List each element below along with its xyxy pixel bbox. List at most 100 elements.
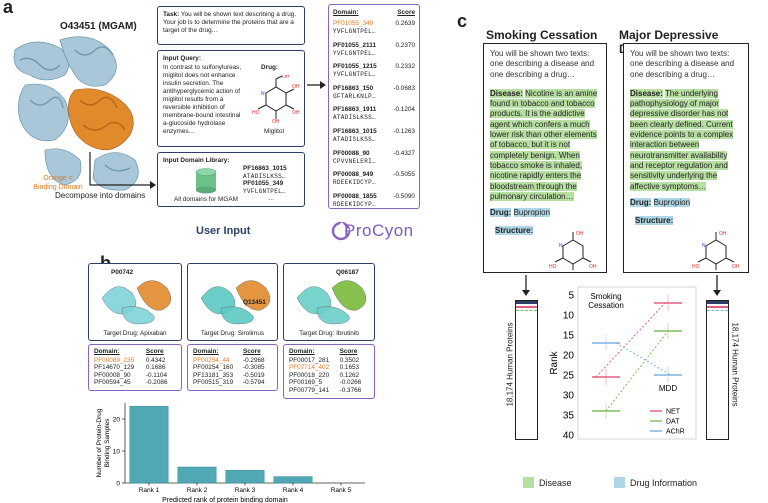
panel-c-letter: c: [457, 11, 468, 31]
result-sequence: GFTARLKNLP…: [333, 92, 376, 100]
disease-label: Disease:: [490, 88, 523, 98]
result-sequence: CPVVNELERI…: [333, 157, 376, 165]
result-score: -0.1204: [393, 106, 415, 114]
table-row: PF00254_44-0.2968: [193, 357, 272, 365]
protein-structure-image: [101, 280, 172, 325]
protein-rank-bar-left: [515, 300, 538, 440]
score-header: Score: [339, 348, 358, 355]
series-connector: [605, 330, 669, 412]
drug-label: Drug:: [630, 197, 652, 207]
svg-text:HO: HO: [252, 110, 260, 116]
domain-score: 0.1653: [339, 364, 360, 372]
result-sequence: ATADISLKSS…: [333, 114, 376, 122]
atom-label: OH: [576, 231, 584, 237]
domain-score: -0.3766: [339, 386, 362, 394]
target-drug-label: Target Drug: Ibrutinib: [299, 330, 359, 337]
rank-bar-top-stripes: [707, 301, 728, 304]
series-connector: [595, 302, 666, 378]
atom-label: N: [702, 243, 706, 249]
result-sequence: RDEEKIDCYP…: [333, 179, 376, 187]
domain-score: -0.3085: [242, 364, 265, 372]
decompose-label: Decompose into domains: [55, 191, 146, 200]
col1-title: Smoking Cessation: [486, 28, 598, 42]
drug-name: Bupropion: [513, 208, 551, 218]
domain-id: PF13181_353: [193, 371, 234, 379]
result-domain-id: PF01055_1215: [333, 63, 377, 71]
table-header-row: Domain:Score: [193, 348, 272, 357]
structure-label: Structure:: [495, 226, 534, 236]
legend-drug-swatch: [614, 477, 625, 488]
disease-text: The underlying pathophysiology of major …: [630, 88, 734, 191]
score-header: Score: [145, 348, 164, 355]
score-header: Score: [242, 348, 261, 355]
rank-bar-stripe-dat: [516, 310, 537, 312]
svg-text:OH: OH: [272, 119, 280, 123]
down-arrow-left: [522, 275, 530, 296]
library-domain-id: PF16863_1015: [243, 165, 287, 172]
task-box: Task: You will be shown text describing …: [157, 6, 305, 45]
svg-text:OH: OH: [292, 84, 300, 90]
domain-id: PF00008_90: [94, 371, 131, 379]
x-tick-label: Rank 1: [139, 487, 160, 494]
library-domain-id: PF01055_349: [243, 180, 284, 187]
protein-structure-image: [296, 280, 367, 325]
results-header: Domain: Score: [333, 9, 415, 19]
rank-bar-top-stripes: [516, 301, 537, 304]
target-drug-label: Target Drug: Apixaban: [103, 330, 167, 337]
y-tick-label: 30: [563, 391, 575, 402]
result-score: -0.5055: [393, 171, 415, 179]
legend-disease: Disease: [523, 477, 572, 488]
result-sequence: YVFLGNTPEL…: [333, 71, 376, 79]
domain-id: PF00169_5: [289, 379, 323, 387]
domain-id: PF00089_235: [94, 356, 135, 364]
y-axis-label: Rank: [549, 350, 560, 374]
table-row: PF07714_402 0.1653: [289, 364, 369, 372]
atom-label: HO: [549, 264, 557, 270]
drug-label: Drug:: [490, 208, 512, 218]
atom-label: OH: [589, 264, 597, 270]
task-text: You will be shown text describing a drug…: [163, 11, 297, 34]
x-tick-label: Rank 2: [187, 487, 208, 494]
table-row: PF00515_319-0.5794: [193, 379, 272, 387]
domain-score: 0.1262: [339, 371, 360, 379]
domain-header: Domain:: [94, 348, 120, 355]
y-tick-label: 35: [563, 411, 575, 422]
atom-label: N: [559, 243, 563, 249]
legend-label: AChR: [666, 429, 685, 436]
bupropion-structure-icon: OH OH HO N: [549, 231, 597, 270]
table-row: PF00779_141-0.3766: [289, 387, 369, 395]
result-domain-id: PF16863_1015: [333, 127, 377, 135]
domain-header: Domain:: [289, 348, 315, 355]
bar-label-left: 18,174 Human Proteins: [505, 322, 515, 407]
drug-label: Drug:: [261, 64, 279, 71]
domain-id: PF00254_160: [193, 364, 234, 372]
result-score: -0.5090: [393, 192, 415, 200]
svg-text:OH: OH: [292, 110, 300, 116]
domain-id: PF07714_402: [289, 364, 330, 372]
rank-line-chart: 510152025303540RankSmokingCessationMDDNE…: [549, 286, 697, 442]
y-tick-label: 40: [563, 431, 575, 442]
rank-bar-stripe-dat: [707, 310, 728, 312]
domain-score: -0.5794: [242, 379, 265, 387]
library-caption: All domains for MGAM: [174, 196, 238, 203]
x-axis-label: Predicted rank of protein binding domain: [162, 497, 288, 503]
drug-name: Miglitol: [264, 128, 284, 135]
rank-bar-stripe-net: [707, 306, 728, 308]
procyon-logo-icon: [331, 221, 351, 241]
rank-bar-stripe-net: [516, 306, 537, 308]
legend-drug: Drug Information: [614, 477, 697, 488]
down-arrow-right: [713, 275, 721, 296]
results-arrow: [307, 81, 326, 89]
result-sequence: RDEEKIDCYP…: [333, 200, 376, 208]
